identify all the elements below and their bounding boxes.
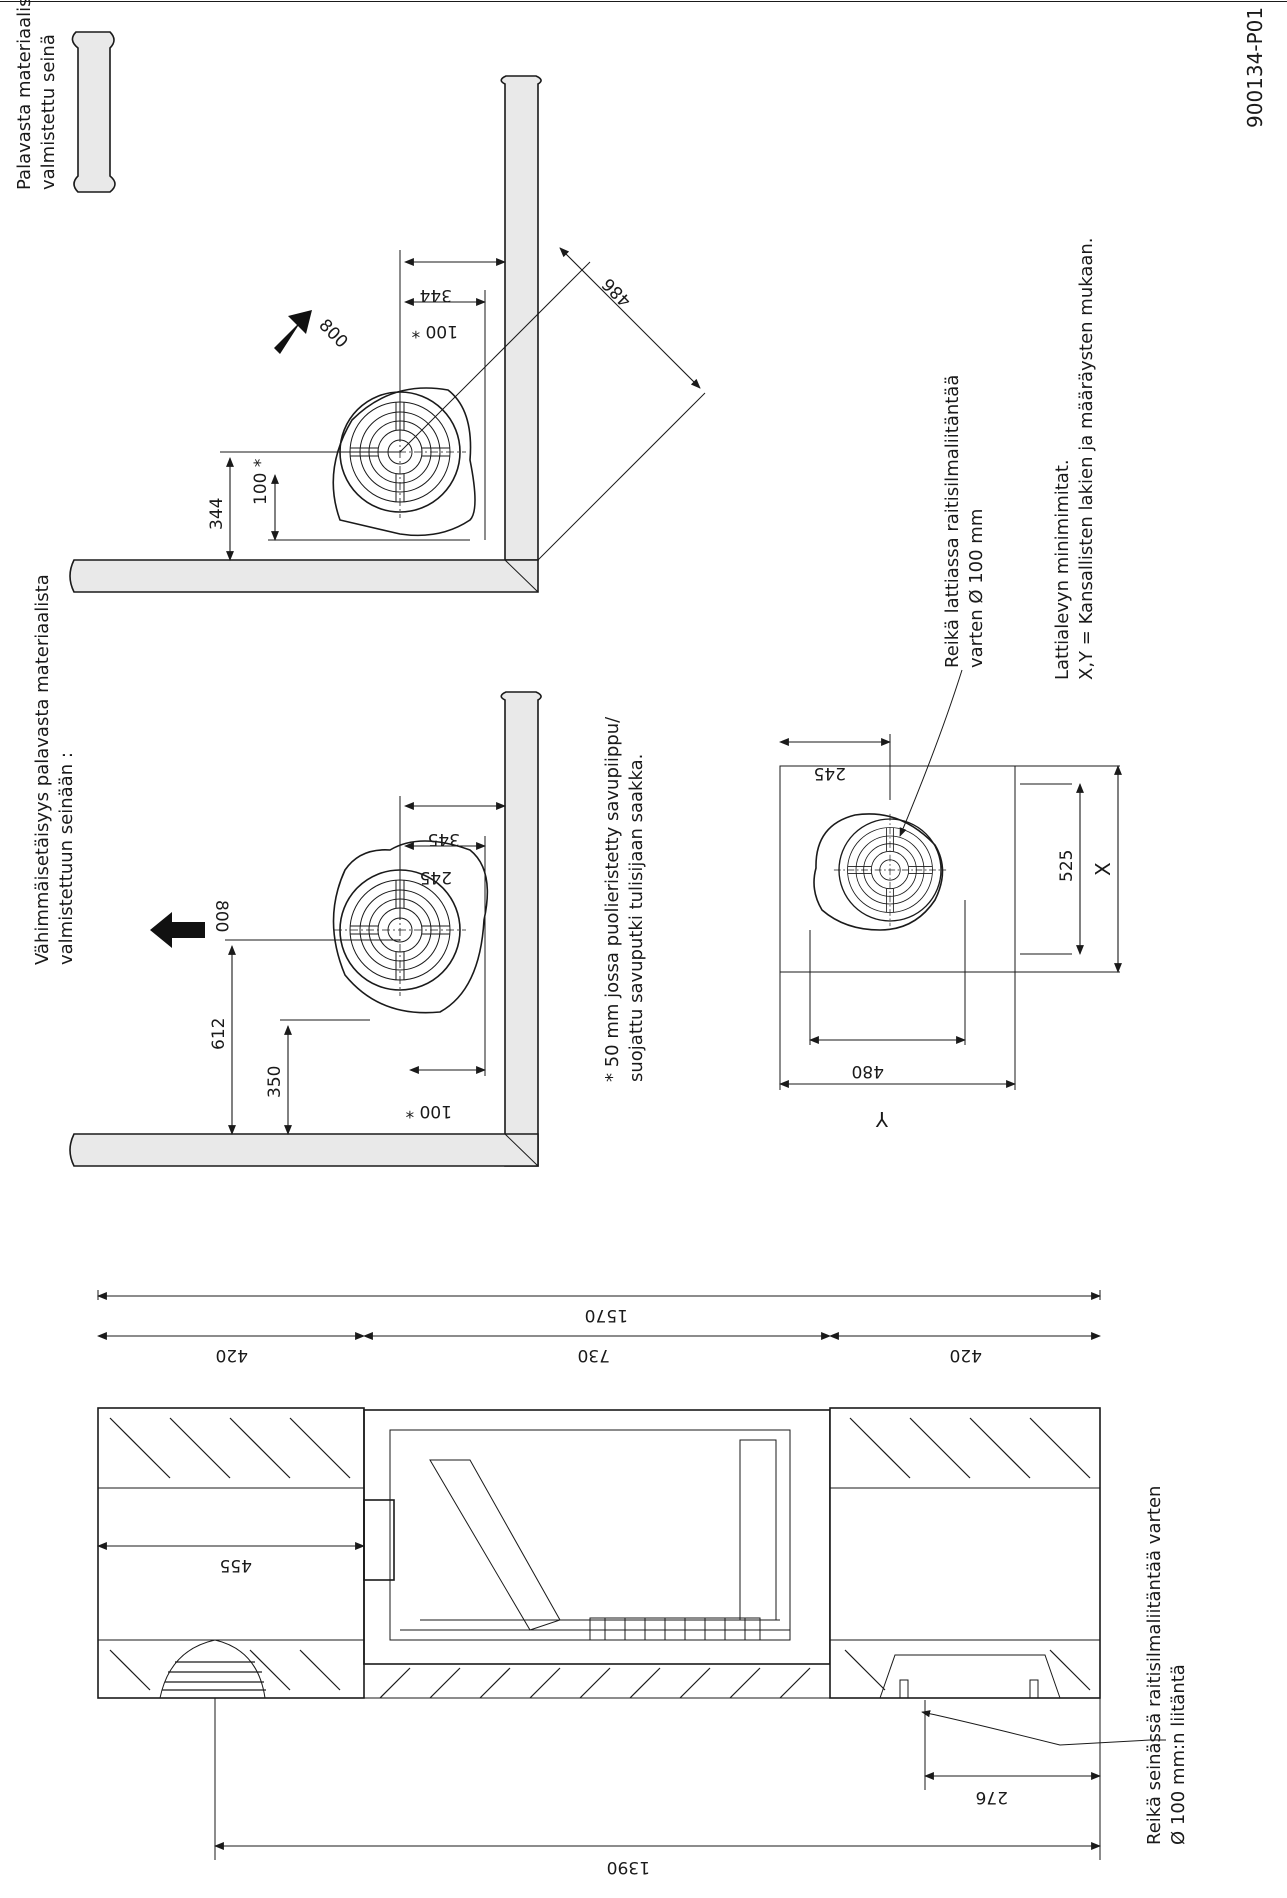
wall-view: 800 345 245 612 350 100 * bbox=[69, 691, 542, 1167]
footnote-line2: suojattu savuputki tulisijaan saakka. bbox=[626, 754, 647, 1082]
corner-dim-344-left: 344 bbox=[207, 498, 227, 530]
floor-plate-dim-525: 525 bbox=[1057, 850, 1077, 882]
side-dim-1570: 1570 bbox=[585, 1305, 628, 1325]
side-dim-730: 730 bbox=[578, 1345, 610, 1365]
corner-wall-horizontal bbox=[69, 559, 539, 593]
side-stove-grate bbox=[589, 1617, 761, 1641]
side-stove-door bbox=[739, 1439, 777, 1621]
drawing-code: 900134-P01 bbox=[1243, 7, 1267, 128]
wall-view-wall-vertical bbox=[500, 691, 542, 1167]
wall-view-dim-245: 245 bbox=[420, 867, 452, 887]
corner-wall-vertical bbox=[500, 75, 542, 561]
wall-hole-note-line2: Ø 100 mm:n liitäntä bbox=[1168, 1664, 1189, 1845]
wall-view-stove-body bbox=[332, 840, 489, 1014]
floor-plate-dim-245: 245 bbox=[814, 763, 846, 783]
floor-plate-note-line1: Lattialevyn minimimitat. bbox=[1052, 459, 1073, 680]
side-dim-420-right: 420 bbox=[950, 1345, 982, 1365]
corner-airflow-arrow bbox=[274, 310, 312, 354]
corner-stove-body bbox=[332, 387, 476, 537]
corner-dim-100-right: 100 * bbox=[412, 321, 458, 341]
clearance-heading-line2: valmistettuun seinään : bbox=[56, 752, 77, 965]
floor-hole-note-line1: Reikä lattiassa raitisilmaliitäntää bbox=[942, 375, 963, 668]
side-left-block bbox=[97, 1407, 365, 1699]
corner-view: 800 344 100 * 344 100 * 486 bbox=[69, 75, 706, 593]
wall-view-arrow-value: 800 bbox=[211, 900, 231, 932]
side-dim-420-left: 420 bbox=[216, 1345, 248, 1365]
side-stove-firebox bbox=[389, 1429, 791, 1641]
floor-plate-outline bbox=[779, 765, 1016, 973]
wall-view-dim-100: 100 * bbox=[406, 1101, 452, 1121]
wall-view-dim-612: 612 bbox=[209, 1018, 229, 1050]
corner-dim-100-left: 100 * bbox=[251, 459, 271, 505]
wall-hole-note-line1: Reikä seinässä raitisilmaliitäntää varte… bbox=[1144, 1486, 1165, 1845]
wall-view-airflow-arrow bbox=[150, 912, 205, 948]
floor-plate-stove-body bbox=[813, 813, 944, 931]
floor-hole-note-line2: varten Ø 100 mm bbox=[966, 509, 987, 668]
side-right-block bbox=[829, 1407, 1101, 1699]
corner-arrow-value: 800 bbox=[314, 315, 351, 352]
floor-plate-dim-480: 480 bbox=[852, 1061, 884, 1081]
wall-view-dim-350: 350 bbox=[265, 1066, 285, 1098]
clearance-heading-line1: Vähimmäisetäisyys palavasta materiaalist… bbox=[32, 574, 53, 965]
legend-wall-swatch bbox=[71, 31, 116, 193]
legend: Palavasta materiaalista valmistettu sein… bbox=[14, 0, 116, 193]
side-view: 1570 420 730 420 bbox=[97, 1290, 1166, 1877]
side-dim-1390: 1390 bbox=[607, 1857, 650, 1877]
side-right-duct bbox=[879, 1654, 1061, 1699]
side-stove-handle bbox=[363, 1499, 395, 1581]
floor-plate-note-line2: X,Y = Kansallisten lakien ja määräysten … bbox=[1076, 237, 1097, 680]
side-dim-455: 455 bbox=[220, 1555, 252, 1575]
corner-dim-486: 486 bbox=[598, 274, 635, 311]
floor-plate-view: 245 525 X 480 Y bbox=[779, 669, 1122, 1131]
floor-plate-stove-ring bbox=[833, 813, 947, 927]
floor-plate-x-label: X bbox=[1091, 862, 1115, 876]
footnote-line1: * 50 mm jossa puolieristetty savupiippu/ bbox=[602, 716, 623, 1082]
floor-plate-y-label: Y bbox=[875, 1107, 889, 1131]
side-dim-276: 276 bbox=[976, 1787, 1008, 1807]
legend-line2: valmistettu seinä bbox=[38, 34, 59, 190]
side-stove-glass bbox=[429, 1459, 561, 1631]
wall-view-wall-horizontal bbox=[69, 1133, 539, 1167]
legend-line1: Palavasta materiaalista bbox=[14, 0, 35, 190]
